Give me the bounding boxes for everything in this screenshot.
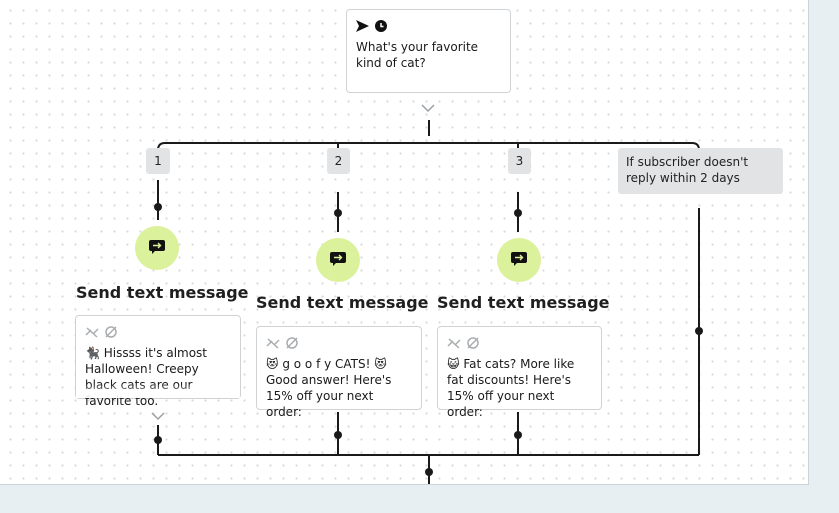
sms-forward-icon bbox=[511, 251, 527, 270]
sms-forward-icon bbox=[149, 239, 165, 258]
action-node-icon-3[interactable] bbox=[497, 238, 541, 282]
action-node-icon-1[interactable] bbox=[135, 226, 179, 270]
image-off-icon bbox=[467, 334, 479, 353]
trigger-question-card[interactable]: What's your favorite kind of cat? bbox=[346, 9, 511, 93]
image-off-icon bbox=[286, 334, 298, 353]
sms-message-text-1: 🐈‍⬛ Hissss it's almost Halloween! Creepy… bbox=[85, 346, 208, 408]
action-title-3: Send text message bbox=[437, 293, 610, 312]
sms-message-card-1[interactable]: 🐈‍⬛ Hissss it's almost Halloween! Creepy… bbox=[75, 315, 241, 408]
branch-label-3[interactable]: 3 bbox=[508, 148, 531, 174]
timeout-branch-label[interactable]: If subscriber doesn't reply within 2 day… bbox=[618, 148, 783, 194]
clock-icon bbox=[375, 17, 387, 36]
trigger-question-text: What's your favorite kind of cat? bbox=[356, 40, 479, 70]
branch-label-2[interactable]: 2 bbox=[327, 148, 350, 174]
sms-message-text-2: 😻 g o o f y CATS! 😻 Good answer! Here's … bbox=[266, 357, 392, 419]
action-node-icon-2[interactable] bbox=[316, 238, 360, 282]
image-off-icon bbox=[105, 323, 117, 342]
branch-label-1[interactable]: 1 bbox=[146, 148, 170, 174]
link-off-icon bbox=[85, 323, 99, 342]
text-fade-overlay bbox=[76, 384, 240, 398]
sms-message-card-3[interactable]: 😺 Fat cats? More like fat discounts! Her… bbox=[437, 326, 602, 419]
flow-canvas[interactable]: What's your favorite kind of cat? 1 2 3 … bbox=[0, 0, 809, 485]
action-title-1: Send text message bbox=[76, 283, 249, 302]
trigger-expand-chevron-icon[interactable] bbox=[421, 97, 435, 116]
link-off-icon bbox=[447, 334, 461, 353]
flow-connectors bbox=[154, 120, 703, 484]
action-title-2: Send text message bbox=[256, 293, 429, 312]
send-arrow-icon bbox=[356, 17, 369, 36]
link-off-icon bbox=[266, 334, 280, 353]
sms-forward-icon bbox=[330, 251, 346, 270]
sms-message-card-2[interactable]: 😻 g o o f y CATS! 😻 Good answer! Here's … bbox=[256, 326, 422, 419]
sms-card-1-expand-chevron-icon[interactable] bbox=[151, 405, 165, 424]
sms-message-text-3: 😺 Fat cats? More like fat discounts! Her… bbox=[447, 357, 575, 419]
